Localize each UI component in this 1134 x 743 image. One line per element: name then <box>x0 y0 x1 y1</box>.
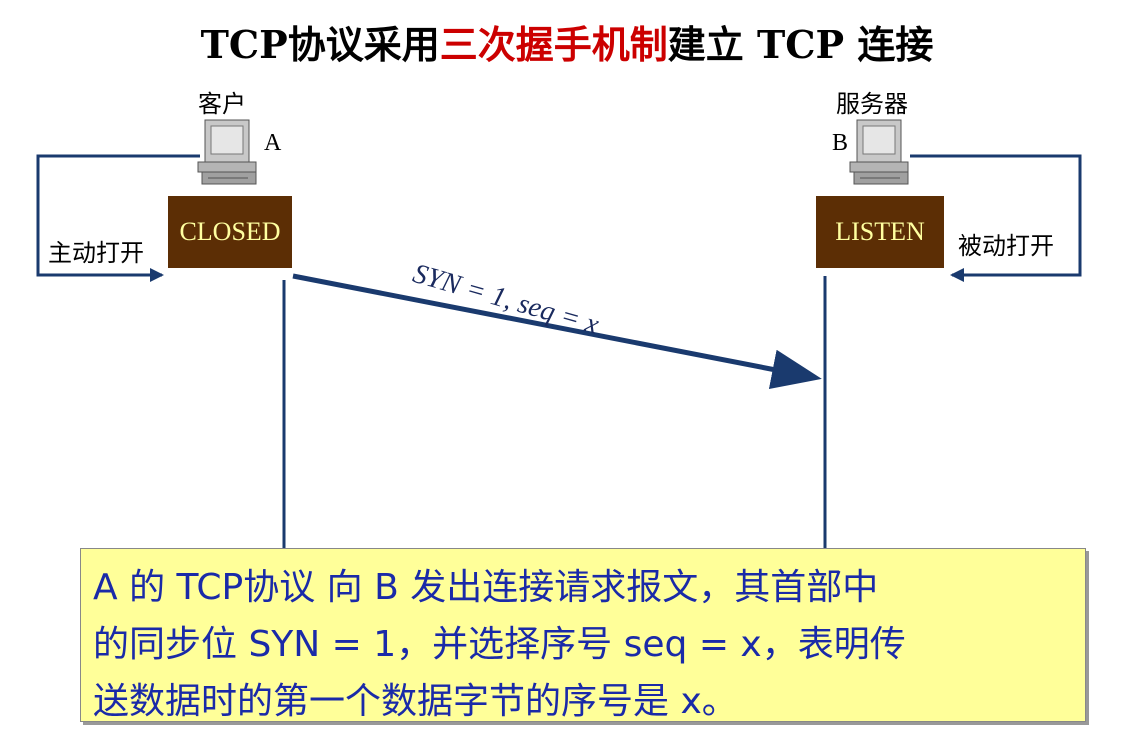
server-open-label: 被动打开 <box>958 232 1054 260</box>
client-open-loop <box>36 154 200 277</box>
server-open-loop <box>910 154 1082 277</box>
server-computer-icon <box>849 119 909 185</box>
client-open-label: 主动打开 <box>48 239 144 267</box>
diagram-title: TCP协议采用三次握手机制建立 TCP 连接 <box>0 14 1134 69</box>
syn-arrow <box>292 273 822 389</box>
client-letter: A <box>264 130 282 156</box>
client-computer-icon <box>197 119 257 185</box>
title-highlight: 三次握手机制 <box>439 22 668 67</box>
server-open-arrow-icon <box>950 268 964 282</box>
title-part1: TCP协议采用 <box>200 22 440 67</box>
client-state-box: CLOSED <box>168 196 292 268</box>
server-letter: B <box>832 130 849 156</box>
explanation-note: A 的 TCP协议 向 B 发出连接请求报文，其首部中 的同步位 SYN = 1… <box>80 548 1086 722</box>
client-open-arrow-icon <box>150 268 164 282</box>
note-line-3: 送数据时的第一个数据字节的序号是 x。 <box>93 681 738 722</box>
server-label: 服务器 <box>836 90 908 118</box>
client-label: 客户 <box>198 90 246 118</box>
server-state-box: LISTEN <box>816 196 944 268</box>
note-line-2: 的同步位 SYN = 1，并选择序号 seq = x，表明传 <box>93 624 906 665</box>
note-line-1: A 的 TCP协议 向 B 发出连接请求报文，其首部中 <box>93 567 879 608</box>
title-part3: 建立 TCP 连接 <box>667 22 934 67</box>
